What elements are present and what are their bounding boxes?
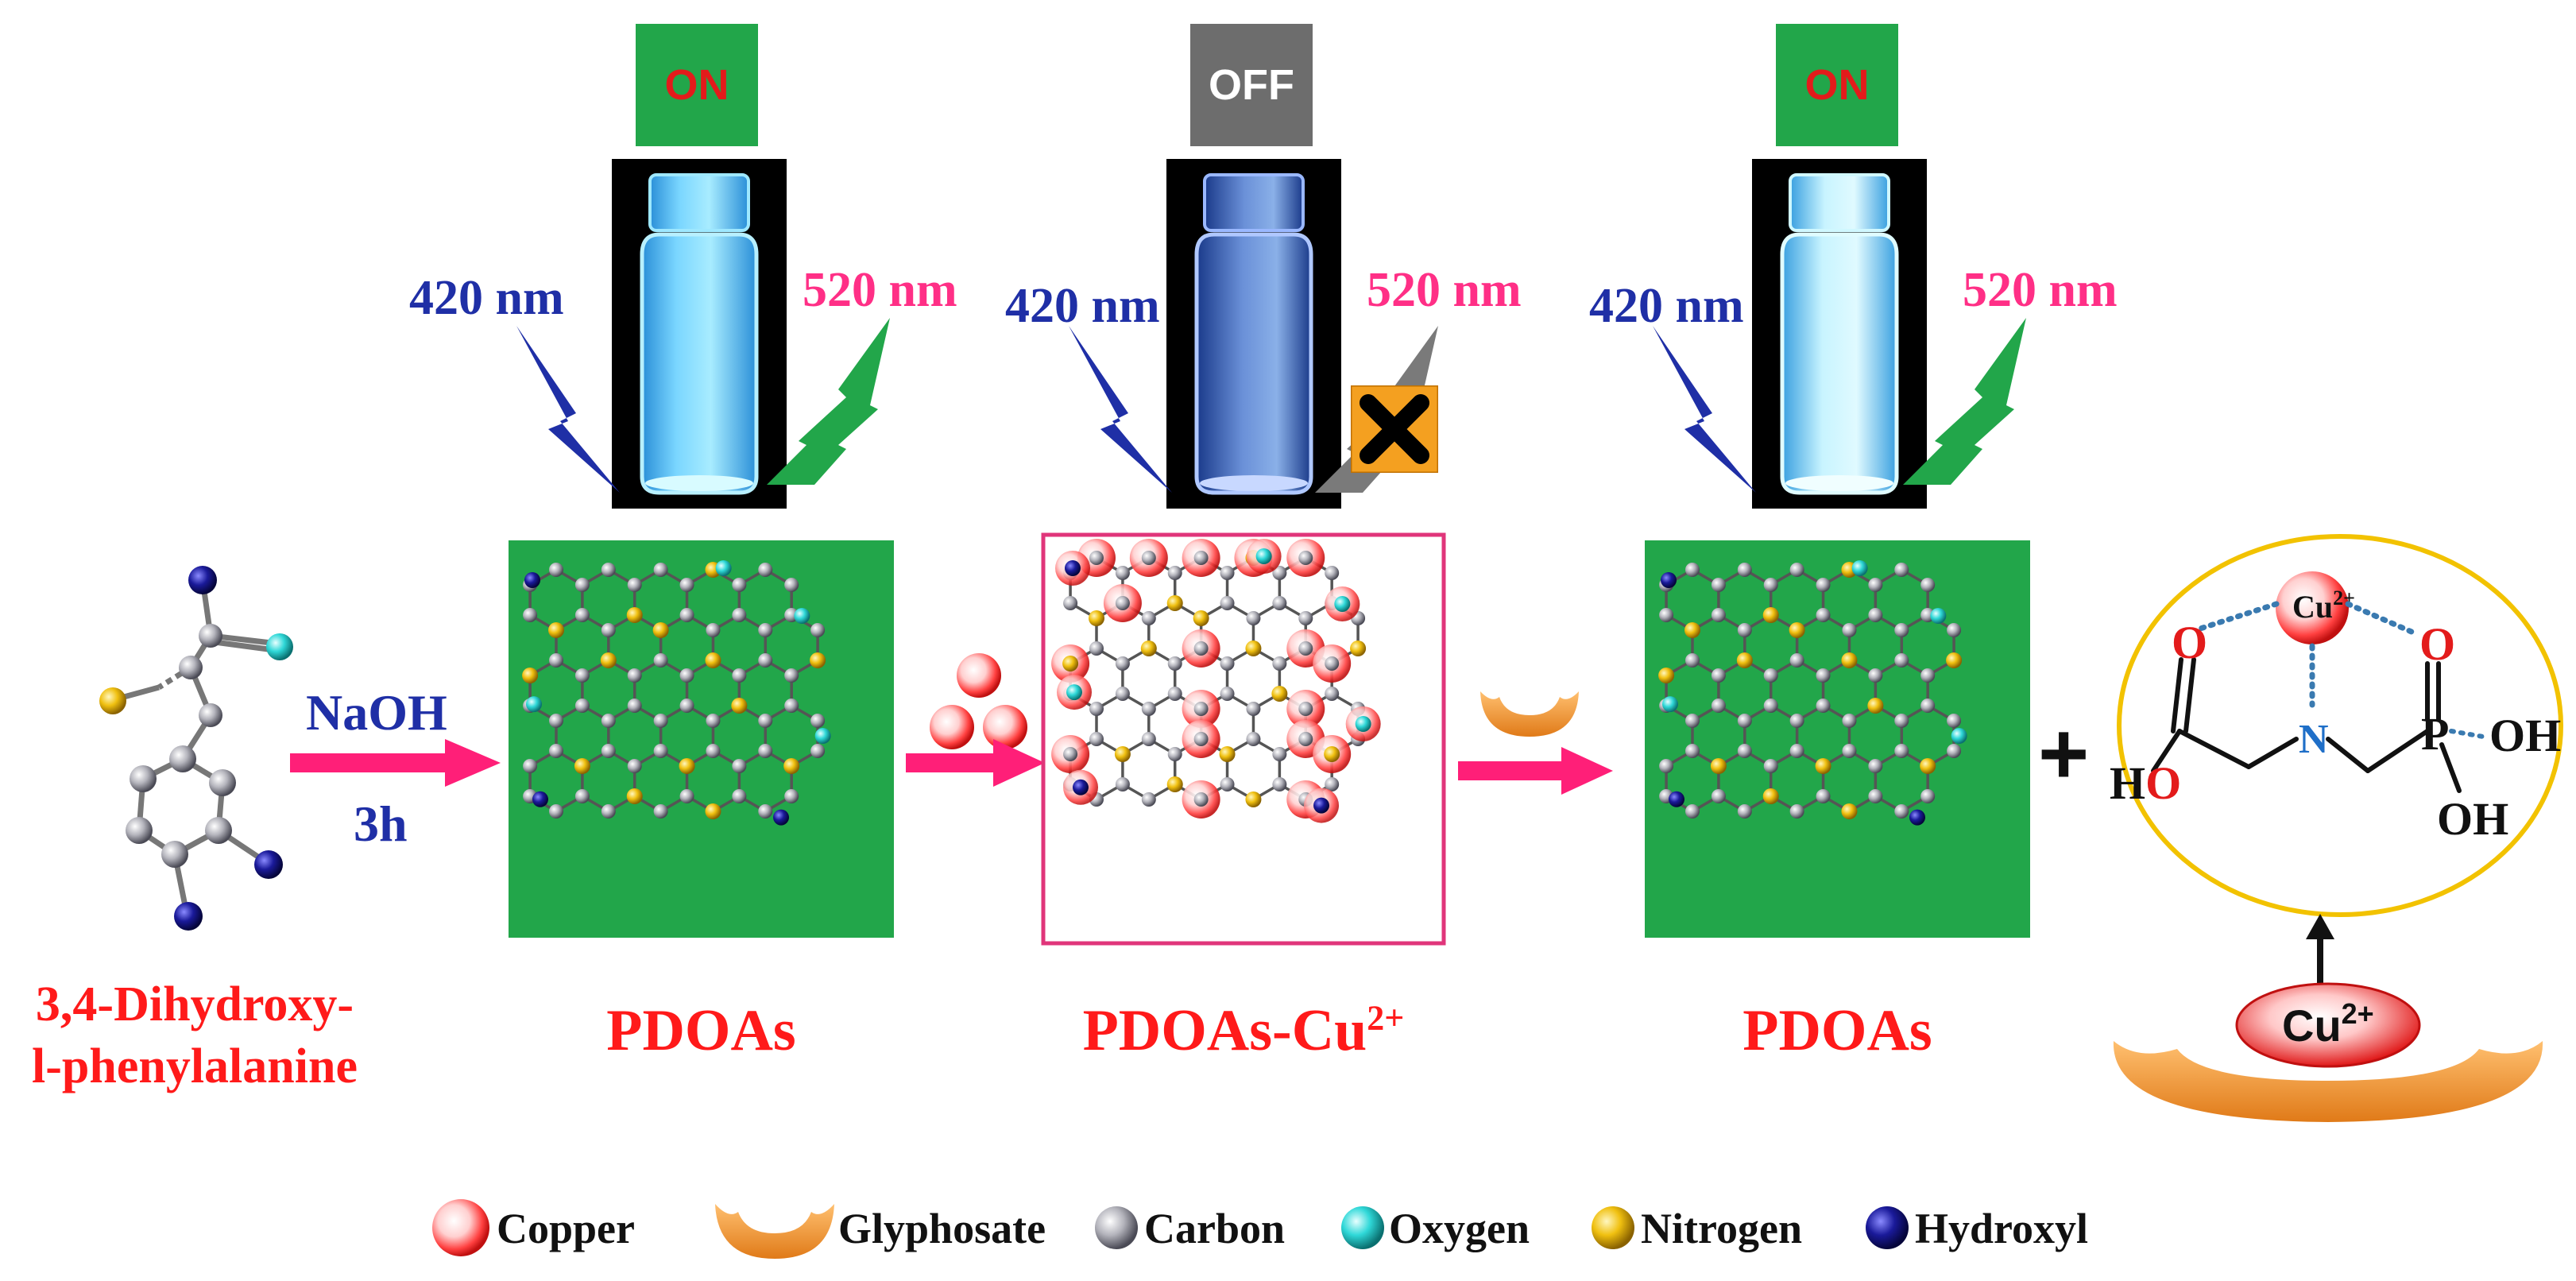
emission-bolt-1 xyxy=(767,318,890,485)
legend-glyphosate-swatch xyxy=(715,1204,834,1259)
status-badge-on-2: ON xyxy=(1776,24,1898,146)
emission-label-2: 520 nm xyxy=(1367,263,1522,317)
complex-o-right: O xyxy=(2419,618,2455,670)
complex-border xyxy=(2117,534,2563,917)
lattice-structure xyxy=(522,560,831,826)
complex-oh-2: OH xyxy=(2437,793,2508,845)
product-label-2-base: PDOAs-Cu xyxy=(1082,998,1367,1063)
bound-cu-label: Cu2+ xyxy=(2282,997,2374,1051)
legend-carbon-swatch xyxy=(1095,1206,1138,1249)
product-label-1: PDOAs xyxy=(606,998,796,1063)
excitation-bolt-3 xyxy=(1653,326,1756,493)
precursor-label-line2: l-phenylalanine xyxy=(32,1039,358,1093)
precursor-label: 3,4-Dihydroxy- l-phenylalanine xyxy=(8,973,381,1097)
product-label-2-sup: 2+ xyxy=(1367,998,1405,1038)
cu-ion-label: Cu2+ xyxy=(2292,586,2355,625)
reaction-arrow-1 xyxy=(290,739,501,787)
legend-glyphosate: Glyphosate xyxy=(838,1205,1046,1252)
excitation-label-1: 420 nm xyxy=(409,271,564,325)
plus-sign: + xyxy=(2038,705,2090,803)
legend-oxygen-swatch xyxy=(1341,1206,1384,1249)
product-label-2: PDOAs-Cu2+ xyxy=(1041,997,1446,1065)
reaction-arrow-2 xyxy=(906,739,1045,787)
vial-3 xyxy=(1752,159,1927,509)
excitation-bolt-2 xyxy=(1069,326,1172,493)
status-badge-text: ON xyxy=(1804,61,1870,109)
legend-nitrogen: Nitrogen xyxy=(1641,1205,1802,1252)
pdoas-cu-panel xyxy=(1041,532,1446,946)
lattice-structure-cu xyxy=(1051,539,1381,823)
emission-label-1: 520 nm xyxy=(803,263,957,317)
vial-2 xyxy=(1166,159,1341,509)
complex-p: P xyxy=(2421,708,2449,760)
copper-ion-group xyxy=(930,653,1027,749)
complex-o-left: O xyxy=(2172,617,2207,668)
status-badge-text: ON xyxy=(664,61,729,109)
binding-arrow xyxy=(2306,914,2334,1001)
emission-bolt-3 xyxy=(1903,318,2026,485)
legend-copper: Copper xyxy=(497,1205,635,1252)
pdoas-panel-2 xyxy=(1645,540,2030,938)
legend-carbon: Carbon xyxy=(1144,1205,1286,1252)
cu-glyphosate-complex: Cu2+ O O N P HO OH OH xyxy=(2110,534,2563,917)
legend-copper-swatch xyxy=(432,1199,489,1256)
precursor-molecule xyxy=(99,566,293,931)
complex-oh-1: OH xyxy=(2489,710,2561,761)
status-badge-text: OFF xyxy=(1209,61,1294,109)
emission-label-3: 520 nm xyxy=(1963,263,2118,317)
vial-1 xyxy=(612,159,787,509)
bound-cu-glyphosate: Cu2+ xyxy=(2113,982,2543,1122)
complex-n: N xyxy=(2299,717,2329,762)
legend-hydroxyl: Hydroxyl xyxy=(1915,1205,2089,1252)
complex-ho: HO xyxy=(2110,757,2181,809)
blocked-cross-icon xyxy=(1351,385,1438,473)
precursor-label-line1: 3,4-Dihydroxy- xyxy=(35,977,354,1031)
time-label: 3h xyxy=(354,795,408,852)
bound-cu-oval xyxy=(2235,982,2421,1068)
excitation-label-2: 420 nm xyxy=(1005,279,1160,333)
glyphosate-icon xyxy=(1480,691,1579,737)
status-badge-off: OFF xyxy=(1190,24,1313,146)
pdoas-panel-1 xyxy=(509,540,894,938)
lattice-structure xyxy=(1658,560,1967,826)
cu-ion xyxy=(2276,571,2349,644)
excitation-bolt-1 xyxy=(516,326,620,493)
legend-nitrogen-swatch xyxy=(1592,1206,1634,1249)
reagent-label: NaOH xyxy=(306,684,447,741)
excitation-label-3: 420 nm xyxy=(1589,279,1744,333)
legend-hydroxyl-swatch xyxy=(1866,1206,1909,1249)
product-label-3: PDOAs xyxy=(1742,998,1932,1063)
status-badge-on-1: ON xyxy=(636,24,758,146)
legend-oxygen: Oxygen xyxy=(1389,1205,1530,1252)
reaction-arrow-3 xyxy=(1458,747,1613,795)
